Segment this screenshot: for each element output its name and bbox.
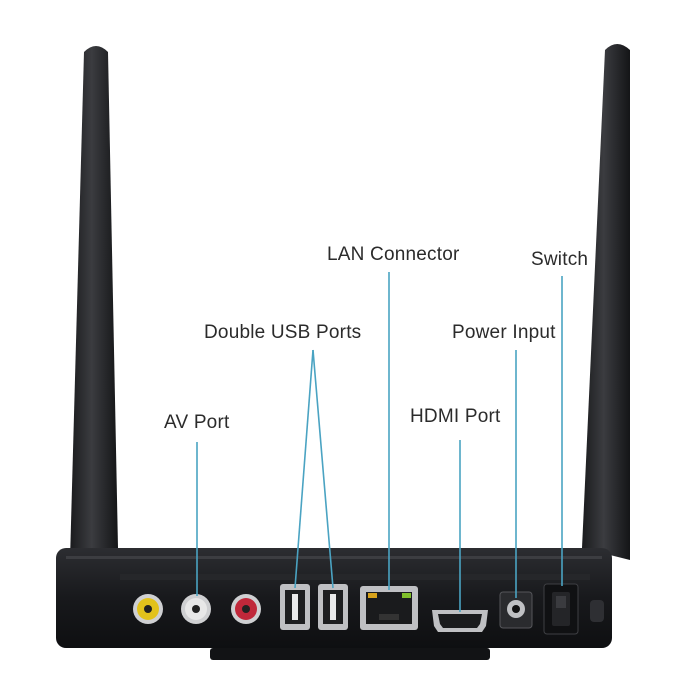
callout-lines — [196, 272, 563, 612]
usb-port-2 — [318, 584, 348, 630]
av-port-yellow — [133, 594, 163, 624]
av-port-red — [231, 594, 261, 624]
label-switch: Switch — [531, 249, 589, 270]
side-knob — [590, 600, 604, 622]
label-lan-connector: LAN Connector — [327, 244, 460, 265]
label-power-input: Power Input — [452, 322, 556, 343]
right-antenna — [582, 44, 630, 560]
hdmi-port — [432, 610, 488, 632]
callout-line-usb-a — [294, 349, 314, 589]
lan-port — [360, 586, 418, 630]
power-switch — [543, 583, 579, 635]
label-av-port: AV Port — [164, 412, 230, 433]
power-input-jack — [499, 591, 533, 629]
label-hdmi-port: HDMI Port — [410, 406, 501, 427]
usb-port-1 — [280, 584, 310, 630]
label-double-usb-ports: Double USB Ports — [204, 322, 362, 343]
callout-line-usb-b — [312, 349, 334, 589]
av-port-white — [181, 594, 211, 624]
left-antenna — [70, 46, 118, 560]
